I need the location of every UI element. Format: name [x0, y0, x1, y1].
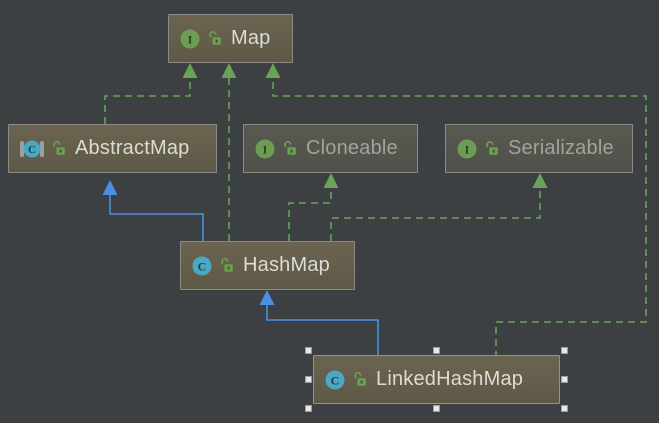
interface-icon: I [255, 139, 275, 158]
interface-icon: I [457, 139, 477, 158]
svg-text:I: I [188, 32, 193, 46]
svg-text:C: C [331, 373, 340, 387]
arrowhead-hashmap-implements-serializable [532, 173, 548, 188]
svg-text:C: C [28, 144, 36, 156]
svg-text:I: I [263, 142, 268, 156]
selection-handle[interactable] [433, 347, 440, 354]
unlocked-padlock-icon [209, 31, 221, 45]
selection-handle[interactable] [305, 376, 312, 383]
edge-map-right-trunk[interactable] [272, 70, 647, 355]
class-node-label: Cloneable [306, 137, 398, 159]
unlocked-padlock-icon [53, 141, 65, 155]
class-node-label: Serializable [508, 137, 614, 159]
selection-handle[interactable] [305, 347, 312, 354]
edge-linkedhashmap-extends-hashmap[interactable] [266, 297, 379, 355]
unlocked-padlock-icon [284, 141, 296, 155]
svg-text:C: C [198, 259, 207, 273]
edge-hashmap-implements-serializable[interactable] [330, 180, 541, 241]
unlocked-padlock-icon [221, 258, 233, 272]
class-node-label: LinkedHashMap [376, 368, 524, 390]
unlocked-padlock-icon [354, 372, 366, 386]
class-node-hashmap[interactable]: C HashMap [180, 241, 355, 290]
selection-handle[interactable] [305, 405, 312, 412]
interface-icon: I [180, 29, 200, 48]
class-node-linkedhashmap[interactable]: C LinkedHashMap [313, 355, 560, 404]
selection-handle[interactable] [561, 376, 568, 383]
class-node-serializable[interactable]: I Serializable [445, 124, 633, 173]
class-node-cloneable[interactable]: I Cloneable [243, 124, 418, 173]
unlocked-padlock-icon [486, 141, 498, 155]
selection-handle[interactable] [561, 347, 568, 354]
edge-hashmap-extends-abstractmap[interactable] [109, 187, 204, 241]
class-node-label: HashMap [243, 254, 330, 276]
edge-hashmap-implements-cloneable[interactable] [288, 180, 332, 241]
class-node-label: Map [231, 27, 271, 49]
class-node-abstractmap[interactable]: C AbstractMap [8, 124, 217, 173]
svg-text:I: I [465, 142, 470, 156]
arrowhead-abstractmap-implements-map [182, 63, 198, 78]
class-icon: C [325, 370, 345, 389]
abstract-class-icon: C [20, 140, 44, 157]
class-node-map[interactable]: I Map [168, 14, 293, 63]
selection-handle[interactable] [433, 405, 440, 412]
arrowhead-hashmap-implements-cloneable [323, 173, 339, 188]
selection-handle[interactable] [561, 405, 568, 412]
class-node-label: AbstractMap [75, 137, 190, 159]
edges-group [102, 63, 647, 355]
arrowhead-hashmap-extends-abstractmap [102, 180, 118, 195]
arrowhead-hashmap-implements-map [221, 63, 237, 78]
edge-abstractmap-implements-map[interactable] [104, 70, 191, 124]
arrowhead-map-right-trunk [265, 63, 281, 78]
class-icon: C [192, 256, 212, 275]
arrowhead-linkedhashmap-extends-hashmap [259, 290, 275, 305]
